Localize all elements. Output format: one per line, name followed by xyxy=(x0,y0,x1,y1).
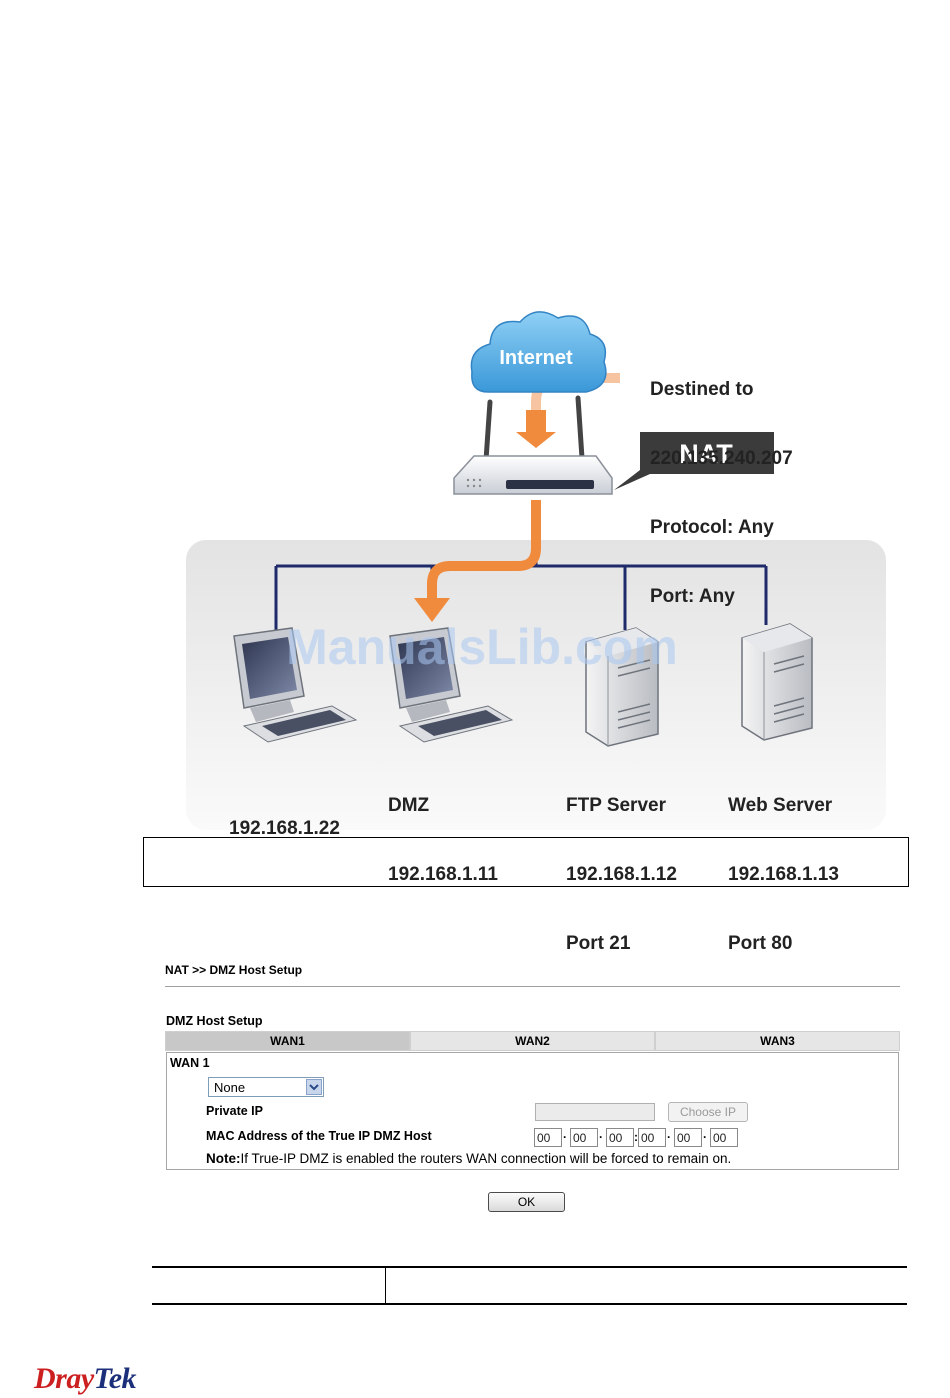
mac-address-label: MAC Address of the True IP DMZ Host xyxy=(206,1129,432,1143)
breadcrumb: NAT >> DMZ Host Setup xyxy=(165,963,303,977)
tab-wan2[interactable]: WAN2 xyxy=(410,1031,655,1051)
mac-octet-input[interactable]: 00 xyxy=(534,1128,562,1147)
server-icon xyxy=(741,623,813,741)
mac-octet-input[interactable]: 00 xyxy=(606,1128,634,1147)
dmz-mode-select-value: None xyxy=(214,1080,246,1095)
mac-octet-input[interactable]: 00 xyxy=(710,1128,738,1147)
nat-label: NAT xyxy=(679,439,733,469)
dmz-mode-select[interactable]: None xyxy=(208,1077,324,1097)
private-ip-input[interactable] xyxy=(535,1103,655,1121)
choose-ip-button[interactable]: Choose IP xyxy=(668,1102,748,1122)
internet-cloud-icon xyxy=(470,311,607,393)
panel-title: WAN 1 xyxy=(170,1056,210,1070)
mac-separator: · xyxy=(703,1130,707,1144)
host-label: FTP Server 192.168.1.12 Port 21 xyxy=(566,748,677,1001)
draytek-logo: DrayTek xyxy=(34,1362,137,1396)
network-diagram: Internet NAT xyxy=(186,311,886,954)
note-box xyxy=(143,837,909,887)
host-label: DMZ 192.168.1.11 xyxy=(388,748,498,932)
diagram-graphic: Internet NAT xyxy=(186,311,886,830)
host-label: Web Server 192.168.1.13 Port 80 xyxy=(728,748,839,1001)
pc-icon xyxy=(233,627,358,743)
cloud-label: Internet xyxy=(499,347,573,369)
host-label: 192.168.1.22 xyxy=(229,771,340,886)
host-port: Port 21 xyxy=(566,933,631,954)
pc-icon xyxy=(389,627,514,743)
host-port: Port 80 xyxy=(728,933,793,954)
host-name: FTP Server xyxy=(566,795,666,816)
wan-tabs: WAN1 WAN2 WAN3 xyxy=(165,1031,900,1051)
packet-info: Destined to 220.135.240.207 Protocol: An… xyxy=(650,332,793,654)
private-ip-label: Private IP xyxy=(206,1104,263,1118)
host-ip: 192.168.1.22 xyxy=(229,818,340,839)
packet-info-line: Protocol: Any xyxy=(650,517,774,538)
tab-wan3[interactable]: WAN3 xyxy=(655,1031,900,1051)
mac-separator: · xyxy=(667,1130,671,1144)
host-name: DMZ xyxy=(388,795,430,816)
section-title: DMZ Host Setup xyxy=(166,1014,263,1028)
packet-info-line: Destined to xyxy=(650,379,754,400)
ok-button[interactable]: OK xyxy=(488,1192,565,1212)
host-ip: 192.168.1.13 xyxy=(728,864,839,885)
chevron-down-icon[interactable] xyxy=(306,1079,322,1095)
mac-octet-input[interactable]: 00 xyxy=(674,1128,702,1147)
logo-part-tek: Tek xyxy=(93,1362,137,1395)
tab-wan1[interactable]: WAN1 xyxy=(165,1031,410,1051)
mac-octet-input[interactable]: 00 xyxy=(570,1128,598,1147)
mac-separator: · xyxy=(563,1130,567,1144)
lan-band xyxy=(186,540,886,830)
breadcrumb-divider xyxy=(165,986,900,987)
router-icon xyxy=(453,395,613,495)
mac-octet-input[interactable]: 00 xyxy=(638,1128,666,1147)
server-icon xyxy=(585,627,659,747)
nat-bubble xyxy=(614,432,774,490)
wan-panel xyxy=(166,1052,899,1170)
mac-separator: : xyxy=(634,1130,638,1144)
host-ip: 192.168.1.11 xyxy=(388,864,498,885)
packet-info-line: 220.135.240.207 xyxy=(650,448,793,469)
mac-separator: · xyxy=(599,1130,603,1144)
note-prefix: Note: xyxy=(206,1151,241,1166)
true-ip-note: Note:If True-IP DMZ is enabled the route… xyxy=(206,1151,731,1166)
note-text: If True-IP DMZ is enabled the routers WA… xyxy=(240,1151,732,1166)
packet-info-line: Port: Any xyxy=(650,586,735,607)
host-name: Web Server xyxy=(728,795,833,816)
description-table xyxy=(152,1266,907,1305)
host-ip: 192.168.1.12 xyxy=(566,864,677,885)
table-column-divider xyxy=(385,1268,386,1304)
logo-part-dray: Dray xyxy=(34,1362,94,1395)
watermark: ManualsLib.com xyxy=(286,619,678,675)
